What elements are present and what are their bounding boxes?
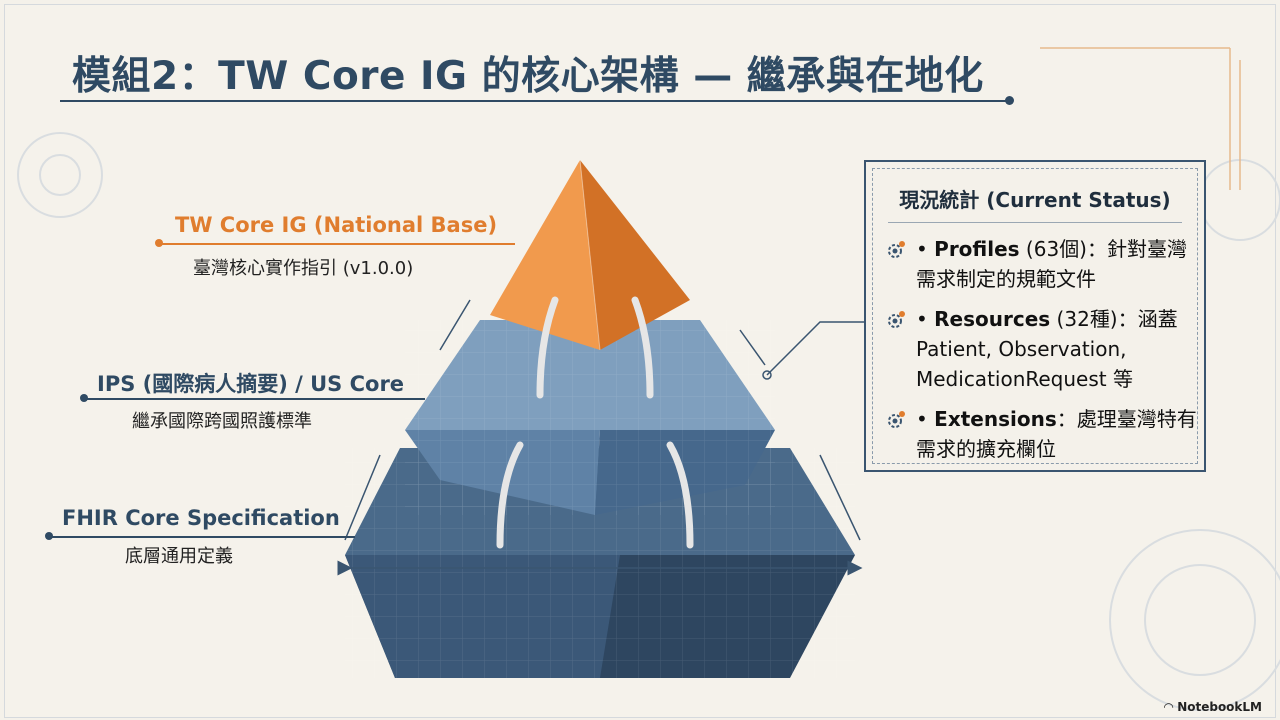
layer-top-subtitle: 臺灣核心實作指引 (v1.0.0) (193, 258, 414, 279)
dimension-arrows (337, 299, 863, 576)
notebooklm-logo-icon: ◠ (1163, 700, 1174, 714)
bullet: • (916, 237, 928, 261)
upward-arrows (496, 296, 694, 549)
layer-top-leader (160, 243, 515, 245)
title-underline-dot (1005, 96, 1014, 105)
layer-bottom-leader-dot (45, 532, 53, 540)
bullet: • (916, 407, 928, 431)
gear-icon (888, 311, 905, 328)
notebooklm-watermark: ◠NotebookLM (1164, 700, 1266, 714)
item-name: Resources (934, 307, 1051, 331)
gear-icon (888, 411, 905, 428)
decorative-lines (1040, 47, 1241, 190)
item-desc: ：針對臺灣需求制定的規範文件 (916, 237, 1187, 291)
item-name: Extensions (934, 407, 1057, 431)
brand-name: NotebookLM (1177, 700, 1262, 714)
layer-bottom-title: FHIR Core Specification (62, 506, 340, 530)
tier-middle (405, 320, 775, 515)
layer-top-leader-dot (155, 239, 163, 247)
layer-middle-subtitle: 繼承國際跨國照護標準 (132, 411, 312, 432)
item-count: (63個) (1019, 237, 1087, 261)
tier-top (490, 159, 690, 351)
item-desc: ：涵蓋Patient, Observation, MedicationReque… (916, 307, 1178, 391)
layer-bottom-subtitle: 底層通用定義 (125, 546, 233, 567)
layer-middle-leader-dot (80, 394, 88, 402)
status-panel-title: 現況統計 (Current Status) (899, 188, 1171, 212)
item-desc: ：處理臺灣特有需求的擴充欄位 (916, 407, 1197, 461)
item-name: Profiles (934, 237, 1020, 261)
layer-middle-title: IPS (國際病人摘要) / US Core (97, 372, 405, 396)
gear-icon (888, 241, 905, 258)
status-panel: 現況統計 (Current Status) • Profiles (63個)：針… (864, 160, 1206, 472)
status-panel-inner-border (872, 168, 1198, 464)
item-count: (32種) (1050, 307, 1118, 331)
layer-bottom-leader (50, 536, 355, 538)
status-panel-divider (888, 222, 1182, 223)
layer-top-title: TW Core IG (National Base) (175, 213, 498, 237)
bullet: • (916, 307, 928, 331)
title-underline (60, 100, 1010, 102)
layer-middle-leader (85, 398, 425, 400)
slide-title: 模組2：TW Core IG 的核心架構 — 繼承與在地化 (72, 54, 984, 99)
